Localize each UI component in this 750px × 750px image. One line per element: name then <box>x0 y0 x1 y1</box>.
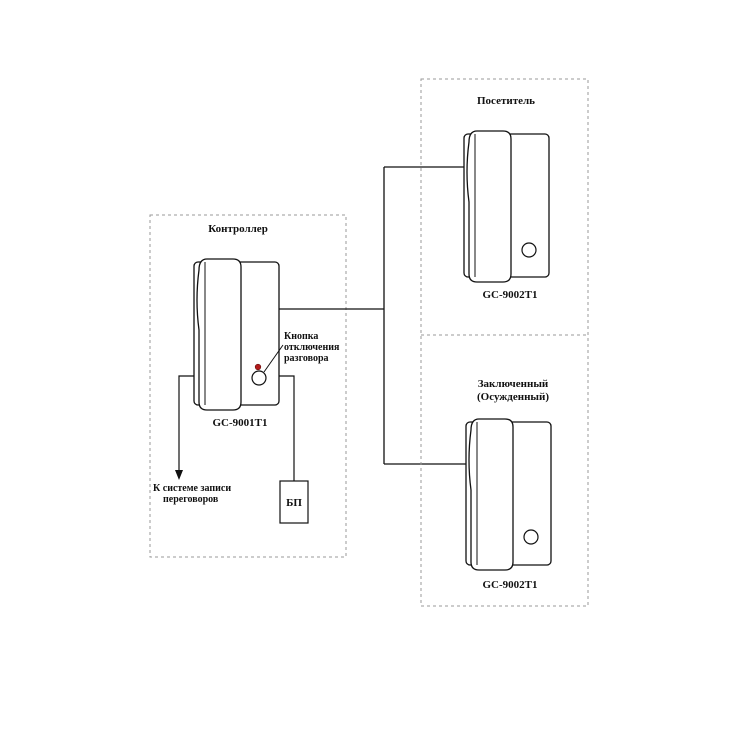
connection-lines <box>279 166 466 465</box>
controller-group: Контроллер GC-9001T1 Кнопка отключения р… <box>149 214 347 558</box>
button-callout-line <box>263 344 284 373</box>
power-line <box>279 375 295 481</box>
prisoner-title-line-1: Заключенный <box>478 378 549 390</box>
indicator-led <box>254 363 262 371</box>
controller-handset <box>196 258 242 411</box>
remote-stations-group: Посетитель GC-9002T1 Заключенный (Осужде… <box>420 78 589 607</box>
prisoner-button <box>523 529 539 545</box>
button-label-line-3: разговора <box>284 353 329 364</box>
controller-model-label: GC-9001T1 <box>213 417 268 429</box>
controller-group-title: Контроллер <box>208 223 268 235</box>
recording-line <box>178 375 194 471</box>
prisoner-title-line-2: (Осужденный) <box>477 391 549 403</box>
disconnect-button <box>251 370 267 386</box>
visitor-button <box>521 242 537 258</box>
recording-label-line-1: К системе записи <box>153 483 231 494</box>
prisoner-model-label: GC-9002T1 <box>483 579 538 591</box>
button-label-line-2: отключения <box>284 342 340 353</box>
controller-group-border <box>149 214 347 558</box>
power-supply-label: БП <box>286 497 302 509</box>
recording-label-line-2: переговоров <box>163 494 219 505</box>
button-label-line-1: Кнопка <box>284 331 318 342</box>
prisoner-intercom-unit <box>465 418 552 571</box>
remote-stations-border <box>420 78 589 607</box>
recording-arrow <box>175 470 183 480</box>
visitor-handset <box>466 130 512 283</box>
prisoner-handset <box>468 418 514 571</box>
visitor-model-label: GC-9002T1 <box>483 289 538 301</box>
power-supply-box <box>279 480 309 524</box>
visitor-intercom-unit <box>463 130 550 283</box>
visitor-group-title: Посетитель <box>477 95 535 107</box>
controller-intercom-unit <box>193 258 280 411</box>
